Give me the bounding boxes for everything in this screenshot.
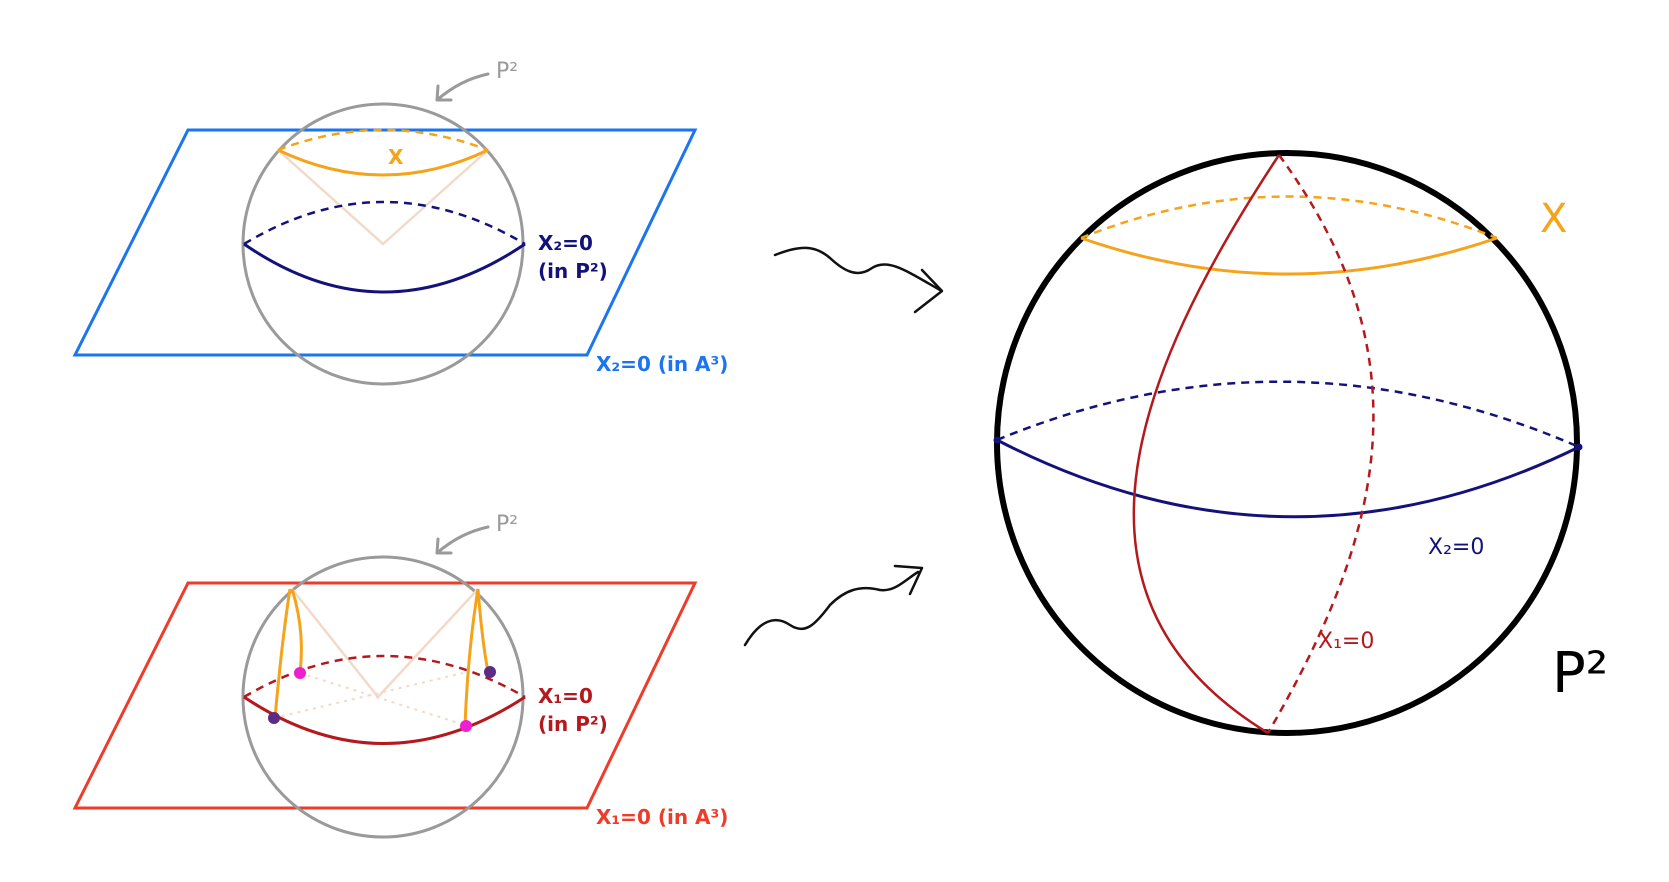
top-panel: P² X X₂=0 (in P²) X₂=0 (in A³)	[72, 59, 728, 386]
plane-label-bottom: X₁=0 (in A³)	[596, 805, 728, 829]
cone-lines-bottom	[291, 588, 479, 699]
squiggle-arrowhead-top	[913, 268, 944, 314]
cone-lines-top	[277, 149, 489, 246]
conic-x-back-top	[277, 128, 489, 152]
conic-x-strands-bottom	[273, 588, 490, 726]
squiggle-arrows	[743, 246, 944, 647]
cone-dotted-bottom	[273, 672, 469, 727]
pointer-arrow-top	[435, 72, 490, 102]
equator-endpoint-right	[1575, 443, 1583, 451]
point-purple-2	[484, 666, 496, 678]
point-purple-1	[268, 712, 280, 724]
squiggle-arrowhead-bottom	[893, 564, 924, 596]
conic-x-front-top	[277, 148, 489, 177]
equator-endpoint-left	[993, 436, 1001, 444]
main-panel: X X₂=0 X₁=0 P²	[993, 150, 1608, 736]
p2-label-top: P²	[496, 59, 518, 84]
line-x1-back-main	[1266, 154, 1375, 734]
line-x2-front-top	[243, 242, 526, 294]
pointer-arrow-bottom	[435, 525, 490, 555]
x-label-top: X	[388, 145, 404, 169]
x2-label-main: X₂=0	[1428, 535, 1484, 560]
line-sublabel-top: (in P²)	[538, 259, 608, 283]
small-sphere-bottom	[241, 555, 525, 839]
plane-label-top: X₂=0 (in A³)	[596, 352, 728, 376]
line-label-bottom: X₁=0	[538, 684, 593, 708]
p2-label-main: P²	[1552, 641, 1608, 706]
line-sublabel-bottom: (in P²)	[538, 712, 608, 736]
point-magenta-1	[294, 667, 306, 679]
line-x2-back-main	[996, 380, 1580, 449]
line-x1-back-bottom	[243, 654, 526, 699]
line-x2-back-top	[243, 200, 526, 246]
plane-x2-in-a3	[72, 128, 698, 357]
conic-x-front-main	[1080, 236, 1498, 276]
p2-label-bottom: P²	[496, 512, 518, 537]
x-label-main: X	[1540, 196, 1567, 242]
plane-x1-in-a3	[72, 581, 698, 810]
x1-label-main: X₁=0	[1318, 629, 1374, 654]
line-x1-front-bottom	[243, 695, 526, 745]
line-label-top: X₂=0	[538, 231, 593, 255]
line-x2-front-main	[996, 438, 1580, 519]
line-x1-front-main	[1132, 154, 1281, 735]
conic-x-back-main	[1080, 195, 1498, 240]
squiggle-arrow-top	[773, 246, 942, 292]
bottom-panel: P² X₁=0 (in P²) X₁=0 (in A³)	[72, 512, 728, 839]
squiggle-arrow-bottom	[743, 570, 920, 647]
point-magenta-2	[460, 720, 472, 732]
